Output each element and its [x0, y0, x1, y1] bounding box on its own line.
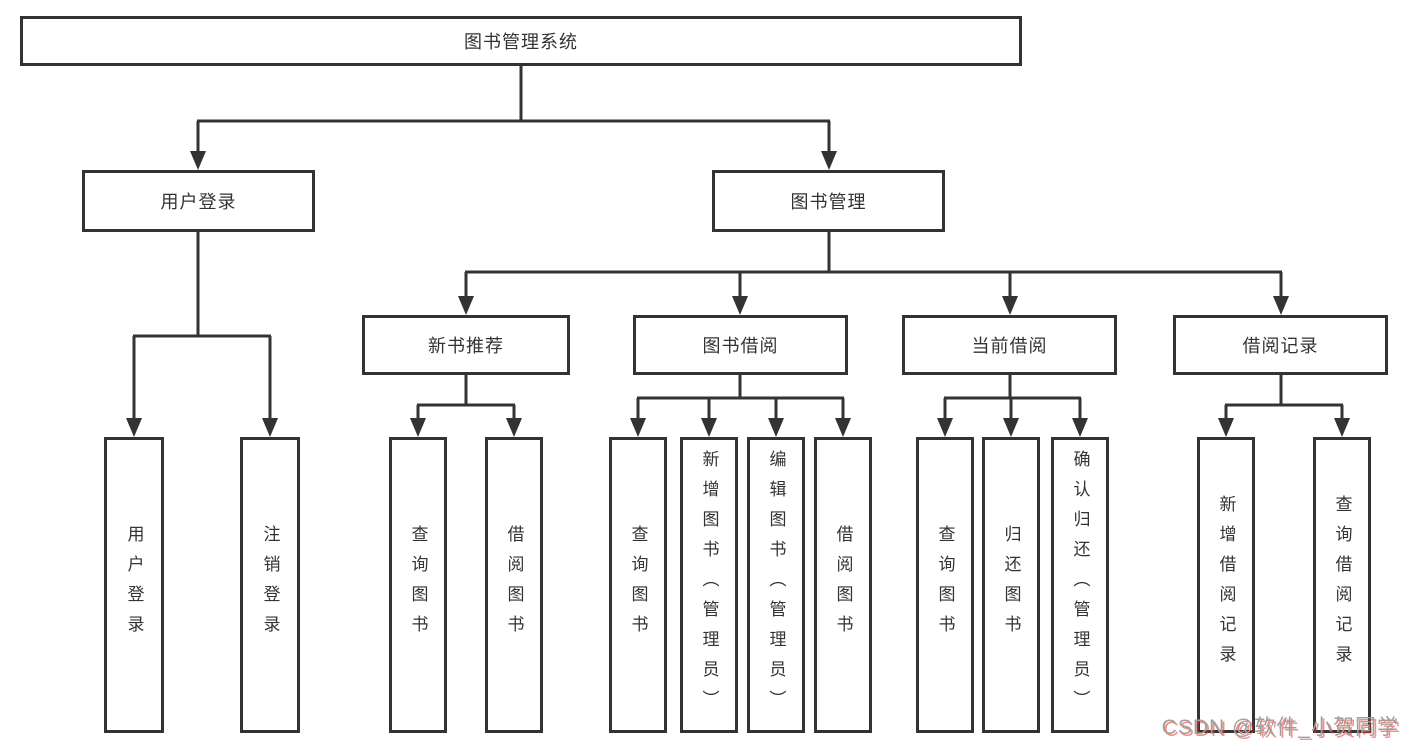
leaf-edit-books-admin: 编辑图书（管理员）: [747, 437, 805, 733]
connector-bookmgmt-to-level3: [458, 232, 1289, 315]
leaf-logout: 注销登录: [240, 437, 300, 733]
connector-bookborrow-to-leaves: [630, 375, 851, 437]
leaf-add-borrow-record-label: 新增借阅记录: [1216, 495, 1236, 675]
leaf-add-borrow-record: 新增借阅记录: [1197, 437, 1255, 733]
node-borrowing-records-label: 借阅记录: [1242, 336, 1319, 356]
leaf-query-books-2-label: 查询图书: [628, 525, 648, 645]
connector-newbookrec-to-leaves: [410, 375, 522, 437]
leaf-borrow-books-1: 借阅图书: [485, 437, 543, 733]
node-book-borrowing-label: 图书借阅: [702, 336, 779, 356]
leaf-user-login-label: 用户登录: [124, 525, 144, 645]
node-current-borrowing-label: 当前借阅: [971, 336, 1048, 356]
leaf-confirm-return-admin-label: 确认归还（管理员）: [1070, 450, 1090, 720]
node-root: 图书管理系统: [20, 16, 1022, 66]
node-user-login: 用户登录: [82, 170, 315, 232]
leaf-add-books-admin: 新增图书（管理员）: [680, 437, 738, 733]
connector-borrowrecords-to-leaves: [1218, 375, 1350, 437]
node-book-management-label: 图书管理: [790, 192, 867, 212]
leaf-query-books-1: 查询图书: [389, 437, 447, 733]
leaf-confirm-return-admin: 确认归还（管理员）: [1051, 437, 1109, 733]
leaf-query-books-2: 查询图书: [609, 437, 667, 733]
connector-root-to-level2: [190, 66, 837, 170]
node-root-label: 图书管理系统: [464, 32, 578, 52]
leaf-query-borrow-record-label: 查询借阅记录: [1332, 495, 1352, 675]
leaf-logout-label: 注销登录: [260, 525, 280, 645]
node-current-borrowing: 当前借阅: [902, 315, 1117, 375]
leaf-add-books-admin-label: 新增图书（管理员）: [699, 450, 719, 720]
node-borrowing-records: 借阅记录: [1173, 315, 1388, 375]
node-new-book-recommend: 新书推荐: [362, 315, 570, 375]
node-new-book-recommend-label: 新书推荐: [428, 336, 504, 356]
node-book-management: 图书管理: [712, 170, 945, 232]
leaf-query-books-3-label: 查询图书: [935, 525, 955, 645]
leaf-query-books-3: 查询图书: [916, 437, 974, 733]
leaf-return-books-label: 归还图书: [1001, 525, 1021, 645]
leaf-query-borrow-record: 查询借阅记录: [1313, 437, 1371, 733]
leaf-borrow-books-2-label: 借阅图书: [833, 525, 853, 645]
csdn-watermark: CSDN @软件_小贺同学: [1161, 716, 1399, 739]
node-user-login-label: 用户登录: [160, 192, 237, 212]
connector-userlogin-to-leaves: [126, 232, 278, 437]
leaf-return-books: 归还图书: [982, 437, 1040, 733]
node-book-borrowing: 图书借阅: [633, 315, 848, 375]
leaf-edit-books-admin-label: 编辑图书（管理员）: [766, 450, 786, 720]
leaf-borrow-books-2: 借阅图书: [814, 437, 872, 733]
leaf-user-login: 用户登录: [104, 437, 164, 733]
connector-currentborrow-to-leaves: [937, 375, 1088, 437]
leaf-query-books-1-label: 查询图书: [408, 525, 428, 645]
leaf-borrow-books-1-label: 借阅图书: [504, 525, 524, 645]
